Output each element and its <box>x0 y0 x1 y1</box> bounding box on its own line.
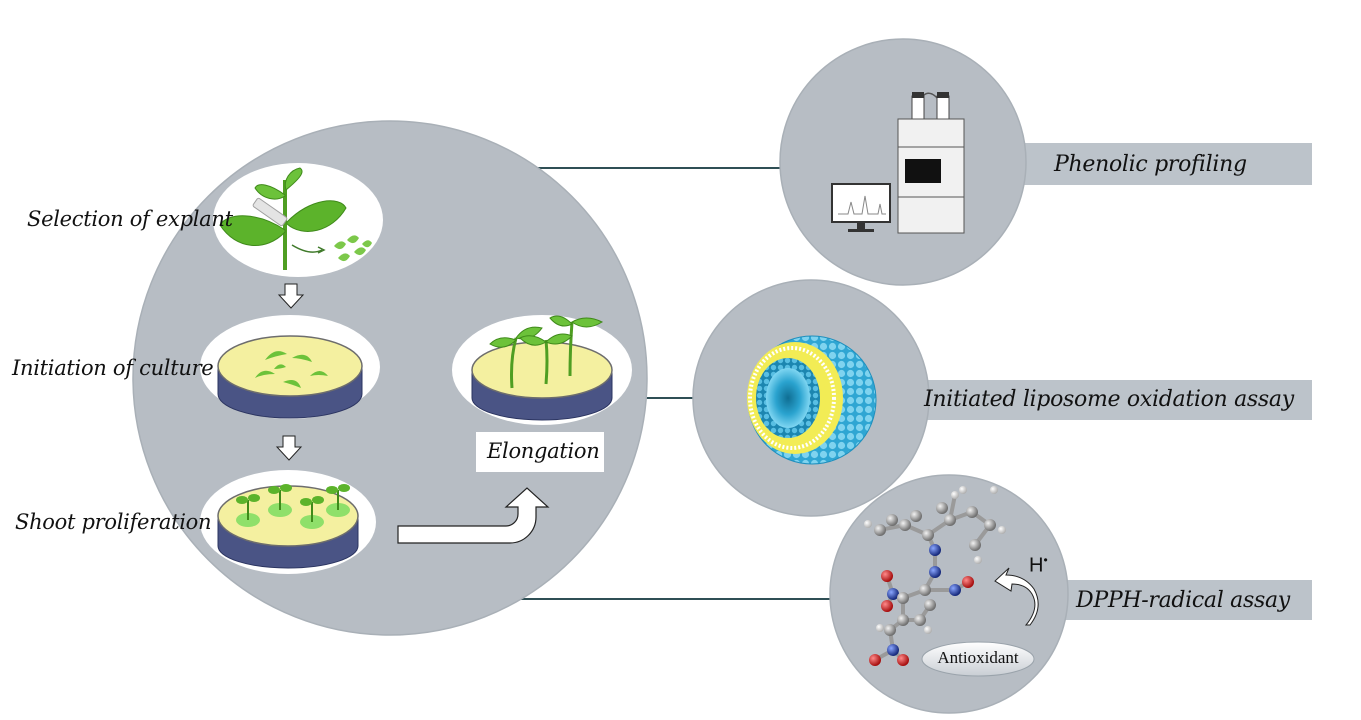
radical-h-label: H• <box>1029 553 1048 578</box>
down-arrow-icon <box>275 435 303 461</box>
radical-h-text: H <box>1029 554 1044 577</box>
step-initiation-label: Initiation of culture <box>12 356 214 380</box>
down-arrow-icon <box>277 283 305 309</box>
bent-arrow-icon <box>397 487 550 544</box>
assay-phenolic-label: Phenolic profiling <box>1054 152 1247 177</box>
elongation-label-box <box>476 432 604 472</box>
step-selection-label: Selection of explant <box>27 207 233 231</box>
liposome-band <box>870 380 1312 420</box>
assay-liposome-label: Initiated liposome oxidation assay <box>924 387 1294 412</box>
phenolic-band <box>1000 143 1312 185</box>
curved-arrow-icon <box>994 567 1039 626</box>
antioxidant-label: Antioxidant <box>937 648 1019 667</box>
radical-dot: • <box>1043 553 1048 567</box>
liposome-icon <box>747 335 877 465</box>
antioxidant-pill <box>921 641 1035 677</box>
dpph-atoms <box>864 486 1006 666</box>
step-proliferation-label: Shoot proliferation <box>15 510 212 534</box>
initiation-petri-dish <box>200 315 380 419</box>
hplc-instrument-icon <box>831 92 965 234</box>
elongation-petri-dish <box>452 315 632 425</box>
assay-dpph-label: DPPH-radical assay <box>1076 588 1290 613</box>
proliferation-petri-dish <box>200 470 376 574</box>
explant-plant-illustration <box>213 163 383 277</box>
step-elongation-label: Elongation <box>487 439 600 463</box>
